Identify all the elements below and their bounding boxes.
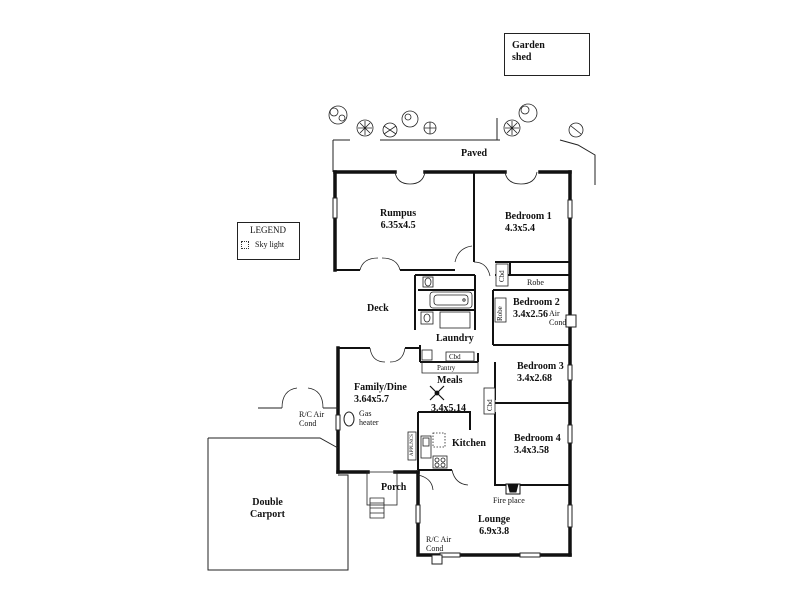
cbd-label-laundry: Cbd — [449, 353, 461, 361]
double-carport — [207, 437, 349, 571]
robe-label-bedroom-1: Robe — [527, 278, 544, 287]
room-lounge: Lounge 6.9x3.8 — [478, 514, 511, 537]
kitchen-fixtures — [407, 431, 448, 469]
air-cond-label-bedroom-2: Air Cond — [549, 309, 567, 328]
appliance-label: APPLNCS — [410, 434, 415, 456]
room-kitchen: Kitchen — [452, 438, 486, 449]
room-meals-size: 3.4x5.14 — [431, 403, 466, 414]
interior-walls — [335, 172, 570, 486]
dining-table-icon — [429, 385, 445, 401]
pantry-label: Pantry — [437, 364, 456, 372]
skylight-icon — [241, 241, 249, 249]
boundary-lines — [332, 118, 596, 185]
paved-label: Paved — [461, 148, 488, 159]
fireplace-icon — [505, 483, 521, 495]
tree-icon — [356, 119, 374, 137]
garden-shed — [504, 33, 590, 76]
room-porch: Porch — [381, 482, 407, 493]
porch-steps — [366, 471, 398, 519]
room-deck: Deck — [367, 303, 389, 314]
air-cond-unit — [431, 554, 443, 565]
rc-air-cond-label-family: R/C Air Cond — [299, 410, 325, 429]
tree-icon — [401, 110, 419, 128]
rc-air-cond-label-lounge: R/C Air Cond — [426, 535, 452, 554]
robe-label-bedroom-2: Robe — [496, 306, 504, 321]
bathroom-fixtures — [420, 276, 473, 329]
gas-heater-icon — [343, 411, 355, 427]
cbd-label-upper: Cbd — [498, 270, 506, 282]
garden-plants — [328, 103, 584, 138]
legend-item-skylight: Sky light — [255, 240, 285, 249]
room-bedroom-2: Bedroom 2 3.4x2.56 — [513, 297, 560, 320]
room-bedroom-3: Bedroom 3 3.4x2.68 — [517, 361, 564, 384]
gas-heater-label: Gas heater — [359, 409, 379, 428]
room-laundry: Laundry — [436, 333, 474, 344]
tree-icon — [503, 119, 521, 137]
laundry-fixtures — [421, 349, 479, 374]
room-bedroom-4: Bedroom 4 3.4x3.58 — [514, 433, 561, 456]
cupboards — [483, 263, 509, 415]
garden-shed-label: Garden shed — [512, 40, 545, 63]
cbd-label-meals: Cbd — [486, 399, 494, 411]
room-bedroom-1: Bedroom 1 4.3x5.4 — [505, 211, 552, 234]
room-rumpus: Rumpus 6.35x4.5 — [380, 208, 417, 231]
tree-icon — [518, 103, 538, 123]
air-cond-unit — [565, 314, 577, 328]
door-swings — [281, 171, 538, 491]
tree-icon — [568, 122, 584, 138]
double-carport-label: Double Carport — [250, 497, 285, 520]
legend-title: LEGEND — [250, 225, 286, 235]
room-family-dine: Family/Dine 3.64x5.7 — [354, 382, 407, 405]
room-meals-name: Meals — [437, 375, 463, 386]
tree-icon — [328, 105, 348, 125]
windows — [332, 197, 573, 558]
tree-icon — [382, 122, 398, 138]
fireplace-label: Fire place — [493, 496, 525, 505]
tree-icon — [423, 121, 437, 135]
